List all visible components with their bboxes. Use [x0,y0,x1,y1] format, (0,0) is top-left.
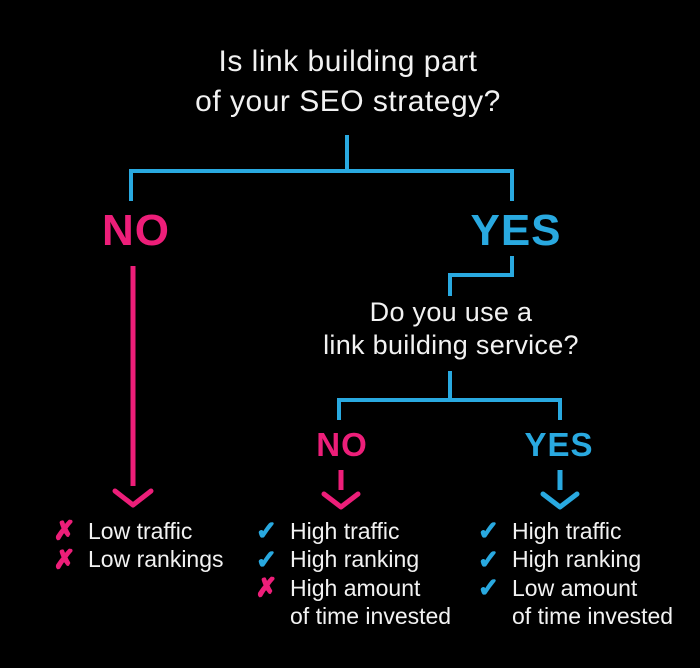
outcome-item: ✓ High ranking [477,545,673,574]
outcome-text: High ranking [512,546,642,573]
outcome-text: High ranking [290,546,420,573]
no-branch-arrowhead [112,488,154,508]
root-question-line2: of your SEO strategy? [195,85,501,118]
service-question-line2: link building service? [323,330,579,360]
yes-to-question2-line [448,256,514,296]
no-branch-outcomes: ✗ Low traffic ✗ Low rankings [53,517,224,575]
branch2-no-label: NO [316,426,368,463]
outcome-item: ✓ High traffic [477,517,673,546]
outcome-item: ✗ High amount [255,574,451,603]
outcome-item: ✓ High traffic [255,517,451,546]
cross-icon: ✗ [53,517,75,546]
outcome-item: ✓ Low amount [477,574,673,603]
branch1-yes-label: YES [470,206,562,255]
outcome-item-continuation: of time invested [478,603,673,632]
service-no-outcomes: ✓ High traffic ✓ High ranking ✗ High amo… [255,517,451,632]
check-icon: ✓ [477,545,499,574]
outcome-item: ✓ High ranking [255,545,451,574]
outcome-text: of time invested [512,603,674,630]
root-question: Is link building part of your SEO strate… [48,42,648,122]
check-icon: ✓ [255,517,277,546]
outcome-text: High amount [290,574,421,601]
outcome-text: Low traffic [88,517,193,544]
service-question-line1: Do you use a [369,297,533,327]
outcome-text: Low rankings [88,546,224,573]
branch1-no-label: NO [102,206,170,255]
check-icon: ✓ [477,574,499,603]
service-no-arrowhead [321,491,361,510]
branch2-bracket-line [337,398,562,420]
service-yes-outcomes: ✓ High traffic ✓ High ranking ✓ Low amou… [477,517,673,632]
outcome-item: ✗ Low traffic [53,517,224,546]
check-icon: ✓ [477,517,499,546]
outcome-text: Low amount [512,574,638,601]
outcome-text: High traffic [512,517,622,544]
check-icon: ✓ [255,545,277,574]
root-question-line1: Is link building part [218,45,478,78]
outcome-item-continuation: of time invested [256,603,451,632]
cross-icon: ✗ [255,574,277,603]
branch1-bracket-line [129,169,514,201]
cross-icon: ✗ [53,545,75,574]
branch2-yes-label: YES [524,426,594,463]
outcome-text: of time invested [290,603,452,630]
service-question: Do you use a link building service? [251,296,651,362]
outcome-item: ✗ Low rankings [53,545,224,574]
service-yes-arrowhead [540,491,580,510]
outcome-text: High traffic [290,517,400,544]
